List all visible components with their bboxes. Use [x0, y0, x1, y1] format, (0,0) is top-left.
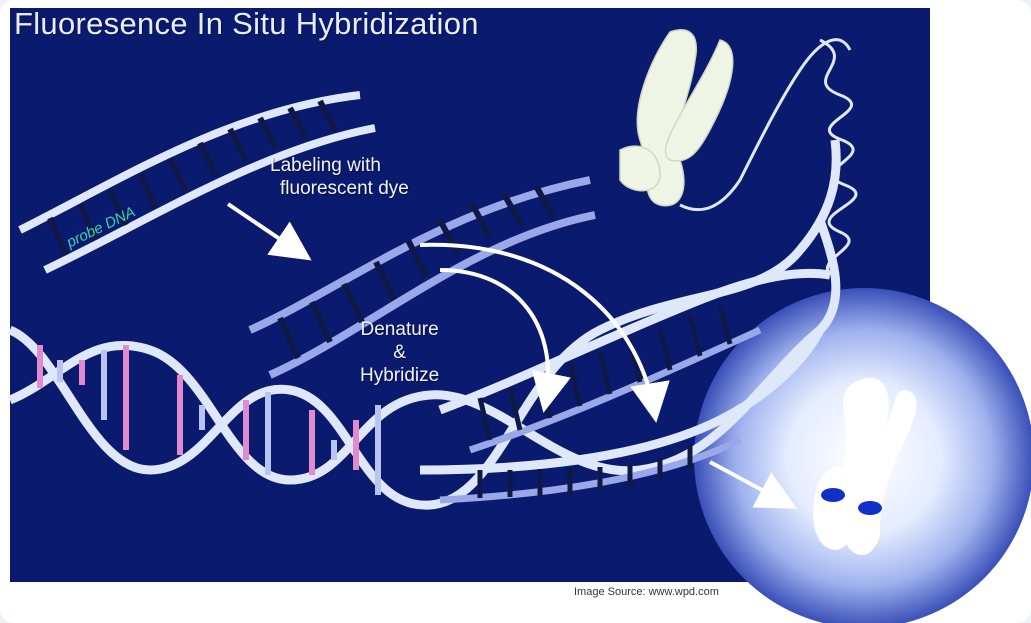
labeling-line-2: fluorescent dye [270, 177, 409, 200]
signal-dot-right [858, 501, 882, 515]
diagram-title: Fluoresence In Situ Hybridization [14, 6, 479, 42]
labeling-line-1: Labeling with [270, 154, 409, 177]
denature-line-1: Denature [360, 318, 439, 341]
denature-label: Denature & Hybridize [360, 318, 439, 387]
denature-line-2: & [360, 341, 439, 364]
signal-dot-left [821, 488, 845, 502]
denature-line-3: Hybridize [360, 364, 439, 387]
labeling-label: Labeling with fluorescent dye [270, 154, 409, 200]
image-source: Image Source: www.wpd.com [574, 586, 719, 598]
chromosome-top [620, 30, 733, 206]
